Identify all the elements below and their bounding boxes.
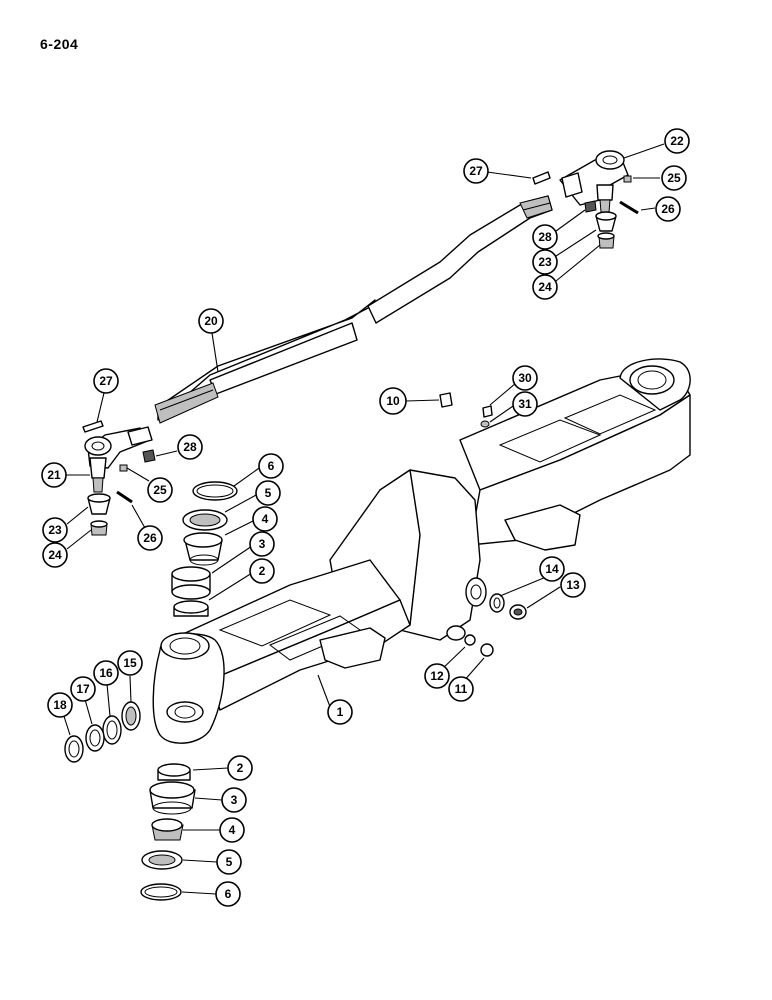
callout-14[interactable]: 14 bbox=[539, 556, 565, 582]
svg-text:14: 14 bbox=[545, 562, 559, 576]
callout-12[interactable]: 12 bbox=[424, 663, 450, 689]
callout-2-upper[interactable]: 2 bbox=[249, 558, 275, 584]
svg-text:23: 23 bbox=[538, 255, 552, 269]
svg-text:15: 15 bbox=[123, 656, 137, 670]
lower-bearing-stack bbox=[140, 763, 196, 901]
svg-text:5: 5 bbox=[265, 486, 272, 500]
callout-25-left[interactable]: 25 bbox=[147, 477, 173, 503]
svg-text:3: 3 bbox=[231, 793, 238, 807]
svg-text:6: 6 bbox=[225, 887, 232, 901]
tie-rod-end-left bbox=[84, 426, 153, 493]
svg-text:5: 5 bbox=[226, 855, 233, 869]
svg-text:11: 11 bbox=[455, 682, 468, 696]
svg-text:26: 26 bbox=[143, 531, 157, 545]
svg-text:27: 27 bbox=[99, 374, 113, 388]
svg-text:27: 27 bbox=[469, 164, 483, 178]
callout-23-right[interactable]: 23 bbox=[532, 249, 558, 275]
callout-13[interactable]: 13 bbox=[560, 572, 586, 598]
callout-28-left[interactable]: 28 bbox=[177, 434, 203, 460]
svg-text:4: 4 bbox=[229, 823, 236, 837]
callout-18[interactable]: 18 bbox=[47, 692, 73, 718]
svg-text:20: 20 bbox=[204, 314, 218, 328]
axle-housing bbox=[152, 358, 691, 744]
callout-3-lower[interactable]: 3 bbox=[221, 787, 247, 813]
callout-26-left[interactable]: 26 bbox=[137, 525, 163, 551]
callout-10[interactable]: 10 bbox=[379, 387, 407, 415]
svg-text:30: 30 bbox=[518, 371, 532, 385]
callout-6-upper[interactable]: 6 bbox=[258, 453, 284, 479]
svg-text:12: 12 bbox=[430, 669, 444, 683]
callout-17[interactable]: 17 bbox=[70, 676, 96, 702]
callout-28-right[interactable]: 28 bbox=[532, 224, 558, 250]
callout-24-right[interactable]: 24 bbox=[532, 274, 558, 300]
svg-text:10: 10 bbox=[386, 394, 400, 408]
callout-24-left[interactable]: 24 bbox=[42, 542, 68, 568]
seal-set bbox=[64, 593, 527, 763]
callout-5-lower[interactable]: 5 bbox=[216, 849, 242, 875]
svg-text:16: 16 bbox=[99, 666, 113, 680]
callout-21[interactable]: 21 bbox=[41, 462, 67, 488]
svg-text:6: 6 bbox=[268, 459, 275, 473]
leader-lines bbox=[61, 143, 665, 895]
upper-bearing-stack bbox=[171, 481, 238, 617]
svg-text:13: 13 bbox=[566, 578, 580, 592]
svg-text:26: 26 bbox=[661, 202, 675, 216]
callout-4-upper[interactable]: 4 bbox=[252, 506, 278, 532]
svg-text:23: 23 bbox=[48, 523, 62, 537]
hardware-bolts bbox=[82, 171, 639, 536]
svg-text:28: 28 bbox=[538, 230, 552, 244]
svg-text:25: 25 bbox=[153, 483, 167, 497]
callout-20[interactable]: 20 bbox=[198, 308, 224, 334]
svg-text:24: 24 bbox=[538, 280, 552, 294]
callout-11[interactable]: 11 bbox=[448, 676, 474, 702]
callout-3-upper[interactable]: 3 bbox=[249, 531, 275, 557]
callout-6-lower[interactable]: 6 bbox=[215, 881, 241, 907]
svg-text:21: 21 bbox=[47, 468, 61, 482]
svg-text:4: 4 bbox=[262, 512, 269, 526]
svg-text:18: 18 bbox=[53, 698, 67, 712]
callout-5-upper[interactable]: 5 bbox=[255, 480, 281, 506]
callout-16[interactable]: 16 bbox=[93, 660, 119, 686]
svg-text:1: 1 bbox=[337, 705, 344, 719]
callout-23-left[interactable]: 23 bbox=[42, 517, 68, 543]
svg-text:28: 28 bbox=[183, 440, 197, 454]
svg-text:2: 2 bbox=[259, 564, 266, 578]
callout-25-right[interactable]: 25 bbox=[661, 165, 687, 191]
callout-27-left[interactable]: 27 bbox=[93, 368, 119, 394]
svg-text:24: 24 bbox=[48, 548, 62, 562]
callout-1[interactable]: 1 bbox=[327, 699, 353, 725]
tie-rod-end-right bbox=[559, 150, 629, 213]
callout-31[interactable]: 31 bbox=[512, 391, 538, 417]
svg-text:22: 22 bbox=[670, 134, 684, 148]
tie-rod bbox=[154, 195, 553, 424]
callout-22[interactable]: 22 bbox=[664, 128, 690, 154]
svg-text:3: 3 bbox=[259, 537, 266, 551]
svg-text:25: 25 bbox=[667, 171, 681, 185]
svg-text:17: 17 bbox=[76, 682, 90, 696]
callout-4-lower[interactable]: 4 bbox=[219, 817, 245, 843]
page-number: 6-204 bbox=[40, 36, 79, 52]
callout-26-right[interactable]: 26 bbox=[655, 196, 681, 222]
callout-2-lower[interactable]: 2 bbox=[227, 755, 253, 781]
callout-15[interactable]: 15 bbox=[117, 650, 143, 676]
svg-text:2: 2 bbox=[237, 761, 244, 775]
svg-text:31: 31 bbox=[518, 397, 532, 411]
callout-30[interactable]: 30 bbox=[512, 365, 538, 391]
callouts: 1 2 3 4 5 6 2 3 4 5 6 10 11 12 13 14 15 … bbox=[41, 128, 690, 907]
callout-27-right[interactable]: 27 bbox=[463, 158, 489, 184]
